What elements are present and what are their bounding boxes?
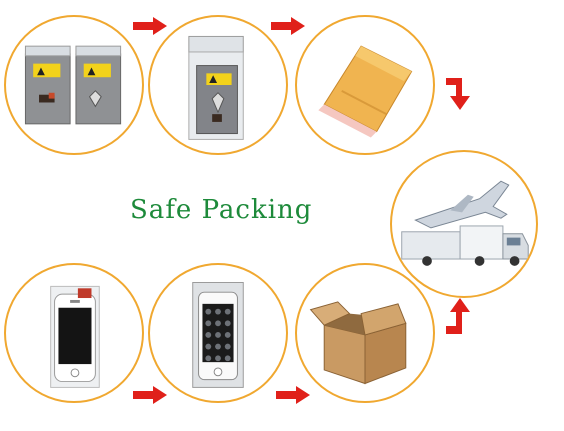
page-title: Safe Packing bbox=[130, 195, 313, 225]
step-sealed-anti-static-bag bbox=[148, 15, 288, 155]
step-phone-screen-in-bag bbox=[4, 263, 144, 403]
step-bubble-envelope bbox=[295, 15, 435, 155]
arrow-turn-up-icon bbox=[446, 298, 470, 334]
arrow-right-icon bbox=[271, 17, 305, 35]
step-anti-static-bags bbox=[4, 15, 144, 155]
anti-static-bags-icon bbox=[24, 45, 122, 125]
phone-screen-wrapped-icon bbox=[192, 282, 244, 388]
cardboard-box-icon bbox=[309, 301, 407, 385]
phone-screen-in-bag-icon bbox=[50, 285, 100, 388]
step-air-and-truck-shipping bbox=[390, 150, 538, 298]
arrow-right-icon bbox=[276, 386, 310, 404]
sealed-anti-static-bag-icon bbox=[188, 35, 244, 140]
air-and-truck-shipping-icon bbox=[401, 180, 529, 266]
arrow-right-icon bbox=[133, 386, 167, 404]
step-cardboard-box bbox=[295, 263, 435, 403]
bubble-envelope-icon bbox=[318, 45, 413, 138]
arrow-right-icon bbox=[133, 17, 167, 35]
step-phone-screen-wrapped bbox=[148, 263, 288, 403]
arrow-turn-down-icon bbox=[446, 78, 470, 110]
